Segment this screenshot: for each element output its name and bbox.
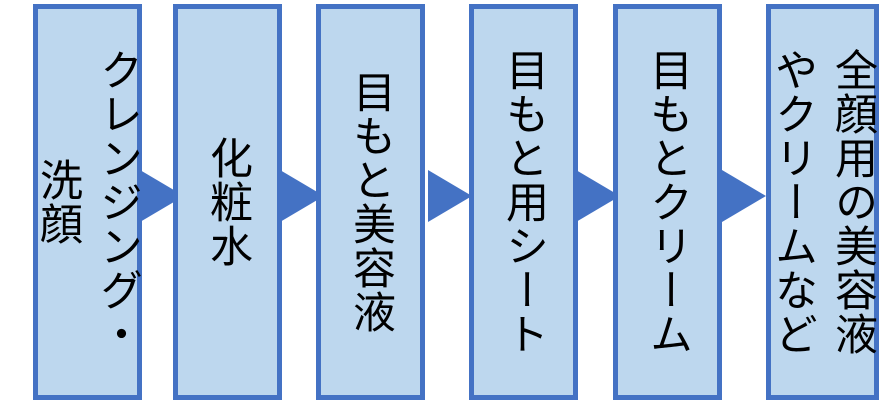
step-3-line-1: 目もと美容液 (345, 70, 396, 334)
step-4-label: 目もと用シート (494, 48, 554, 356)
step-1-cleansing-box: クレンジング・ 洗顔 (33, 4, 143, 400)
step-5-label: 目もとクリーム (638, 48, 698, 356)
step-2-line-1: 化粧水 (202, 136, 253, 268)
step-2-label: 化粧水 (198, 136, 258, 268)
step-4-line-1: 目もと用シート (498, 48, 549, 356)
step-6-face-serum-cream-box: 全顔用の美容液 やクリームなど (766, 4, 879, 400)
step-5-eye-cream-box: 目もとクリーム (613, 4, 722, 400)
step-3-label: 目もと美容液 (341, 70, 401, 334)
arrow-right-icon (428, 170, 472, 222)
step-6-line-1: 全顔用の美容液 (827, 48, 878, 356)
step-6-line-2: やクリームなど (767, 48, 818, 356)
arrow-right-icon (576, 170, 620, 222)
step-3-eye-serum-box: 目もと美容液 (316, 4, 425, 400)
step-1-label: クレンジング・ 洗顔 (28, 48, 148, 356)
step-2-toner-box: 化粧水 (173, 4, 282, 400)
step-6-label: 全顔用の美容液 やクリームなど (763, 48, 883, 356)
arrow-right-icon (722, 170, 766, 222)
step-5-line-1: 目もとクリーム (642, 48, 693, 356)
step-1-line-1: クレンジング・ (92, 48, 143, 356)
step-1-line-2: 洗顔 (32, 158, 83, 246)
step-4-eye-sheet-box: 目もと用シート (469, 4, 578, 400)
